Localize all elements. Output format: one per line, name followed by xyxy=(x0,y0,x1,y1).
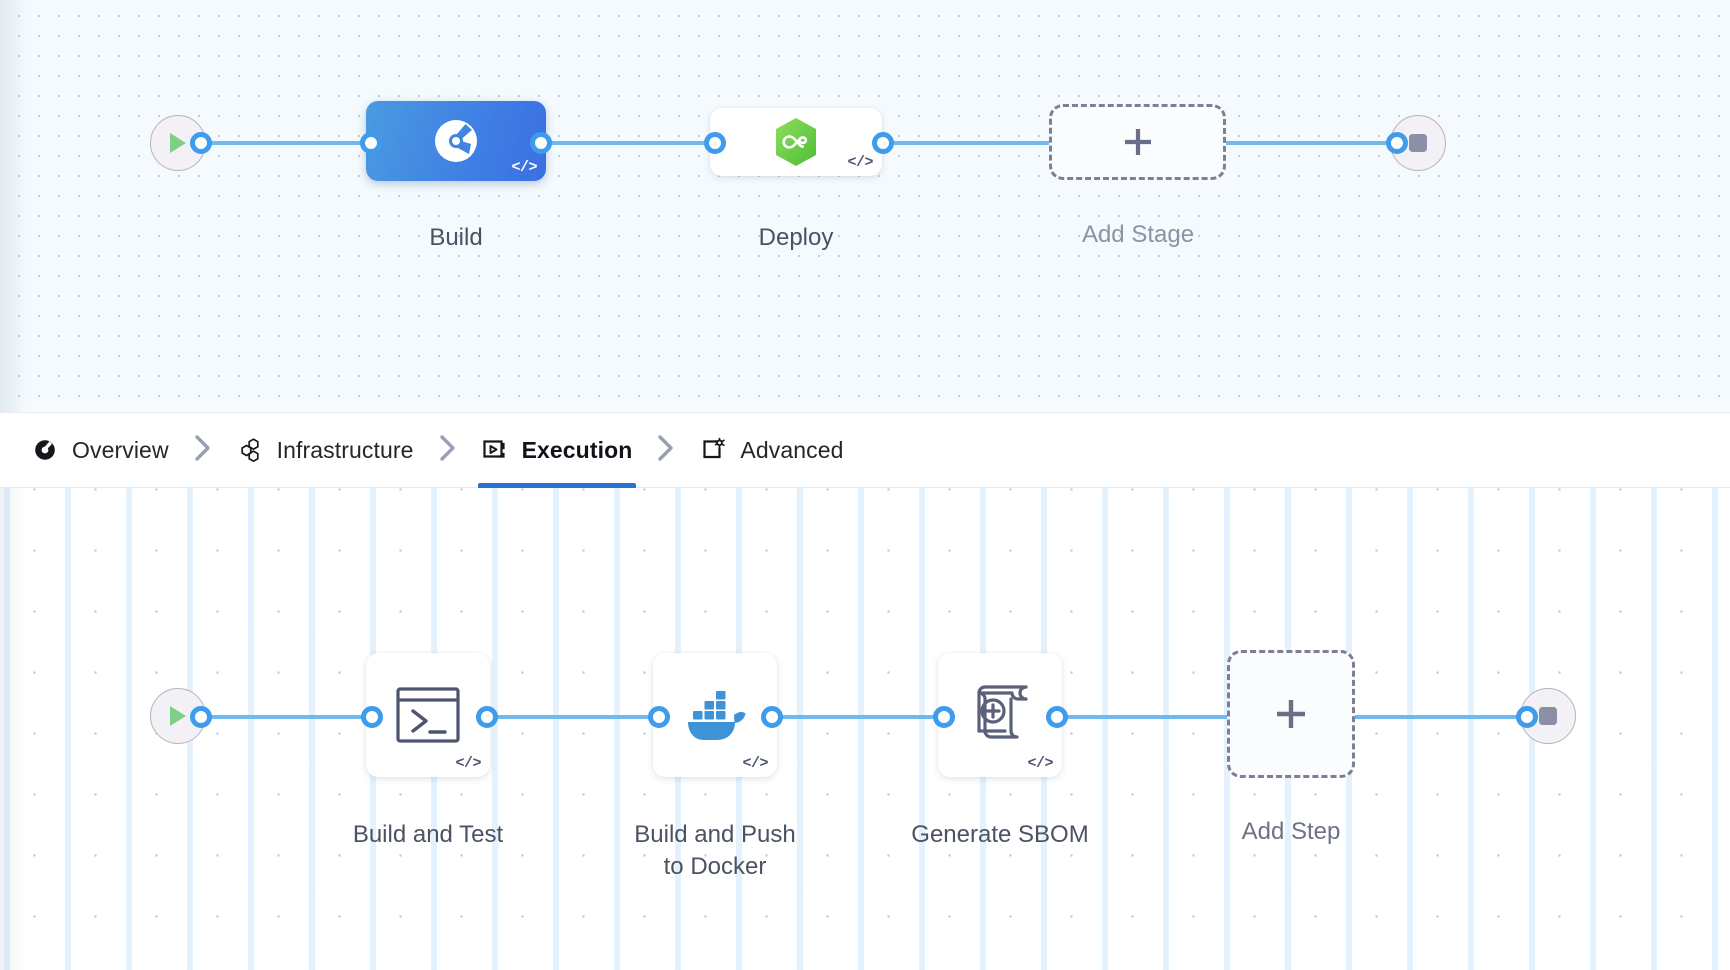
stage-label-build: Build xyxy=(429,224,483,251)
step-port-buildtest-in[interactable] xyxy=(361,706,383,728)
tab-label: Infrastructure xyxy=(276,436,414,463)
tab-label: Advanced xyxy=(740,436,844,463)
advanced-icon xyxy=(700,437,726,463)
step-wire-start-buildtest xyxy=(196,715,368,719)
stage-canvas[interactable]: </> Build </> Dep xyxy=(0,0,1730,412)
stage-port-build-in[interactable] xyxy=(360,132,382,154)
sbom-icon xyxy=(966,684,1034,746)
overview-icon xyxy=(32,437,58,463)
stop-icon xyxy=(1407,132,1429,154)
chevron-right-icon xyxy=(655,433,677,468)
stage-node-deploy[interactable]: </> xyxy=(710,108,882,176)
terminal-icon xyxy=(395,686,461,744)
stage-port-build-out[interactable] xyxy=(530,132,552,154)
add-stage-button[interactable] xyxy=(1049,104,1226,180)
stage-port-deploy-in[interactable] xyxy=(704,132,726,154)
add-stage-label: Add Stage xyxy=(1081,221,1195,248)
stage-wire-addstage-end xyxy=(1222,141,1392,145)
chevron-right-icon xyxy=(437,433,459,468)
step-port-buildtest-out[interactable] xyxy=(476,706,498,728)
step-label-generate-sbom: Generate SBOM xyxy=(911,821,1089,848)
step-code-badge: </> xyxy=(455,755,481,772)
harness-cd-icon xyxy=(772,116,820,168)
step-node-build-and-push-to-docker[interactable]: </> xyxy=(653,653,777,777)
stage-node-build[interactable]: </> xyxy=(366,101,546,181)
stop-icon xyxy=(1537,705,1559,727)
tab-label: Overview xyxy=(72,436,169,463)
step-port-end-in[interactable] xyxy=(1516,706,1538,728)
execution-icon xyxy=(482,437,508,463)
docker-icon xyxy=(678,686,752,744)
stage-port-deploy-out[interactable] xyxy=(872,132,894,154)
step-label-build-and-push-to-docker: Build and Push to Docker xyxy=(634,821,796,880)
stage-wire-start-build xyxy=(196,141,366,145)
step-node-build-and-test[interactable]: </> xyxy=(366,653,490,777)
step-port-docker-out[interactable] xyxy=(761,706,783,728)
step-port-sbom-out[interactable] xyxy=(1046,706,1068,728)
tab-advanced[interactable]: Advanced xyxy=(696,412,847,488)
play-icon xyxy=(167,704,189,728)
chevron-right-icon xyxy=(192,433,214,468)
stage-label-deploy: Deploy xyxy=(758,224,834,251)
step-wire-addstep-end xyxy=(1340,715,1522,719)
infrastructure-icon xyxy=(237,437,263,463)
harness-ci-icon xyxy=(431,116,481,166)
tab-separator xyxy=(418,433,478,468)
play-icon xyxy=(167,131,189,155)
stage-wire-build-deploy xyxy=(536,141,716,145)
tab-execution[interactable]: Execution xyxy=(477,412,637,488)
stage-wire-deploy-addstage xyxy=(878,141,1058,145)
tab-infrastructure[interactable]: Infrastructure xyxy=(233,412,418,488)
step-code-badge: </> xyxy=(742,755,768,772)
plus-icon xyxy=(1273,696,1309,732)
add-step-button[interactable] xyxy=(1227,650,1355,778)
stage-code-badge: </> xyxy=(511,159,537,176)
add-step-label: Add Step xyxy=(1241,818,1341,845)
step-node-generate-sbom[interactable]: </> xyxy=(938,653,1062,777)
tab-separator xyxy=(173,433,233,468)
stage-port-end-in[interactable] xyxy=(1386,132,1408,154)
step-wire-sbom-addstep xyxy=(1052,715,1232,719)
step-wire-docker-sbom xyxy=(766,715,946,719)
tab-separator xyxy=(636,433,696,468)
step-code-badge: </> xyxy=(1027,755,1053,772)
step-canvas[interactable]: </> Build and Test xyxy=(0,488,1730,970)
stage-config-tabs[interactable]: Overview Infrastructure xyxy=(0,412,1730,488)
step-port-docker-in[interactable] xyxy=(648,706,670,728)
plus-icon xyxy=(1121,125,1155,159)
stage-code-badge: </> xyxy=(847,154,873,171)
step-port-sbom-in[interactable] xyxy=(933,706,955,728)
step-port-start-out[interactable] xyxy=(190,706,212,728)
step-wire-buildtest-docker xyxy=(482,715,662,719)
tab-label: Execution xyxy=(521,436,633,463)
stage-port-start-out[interactable] xyxy=(190,132,212,154)
step-label-build-and-test: Build and Test xyxy=(352,821,504,848)
tab-overview[interactable]: Overview xyxy=(28,412,173,488)
